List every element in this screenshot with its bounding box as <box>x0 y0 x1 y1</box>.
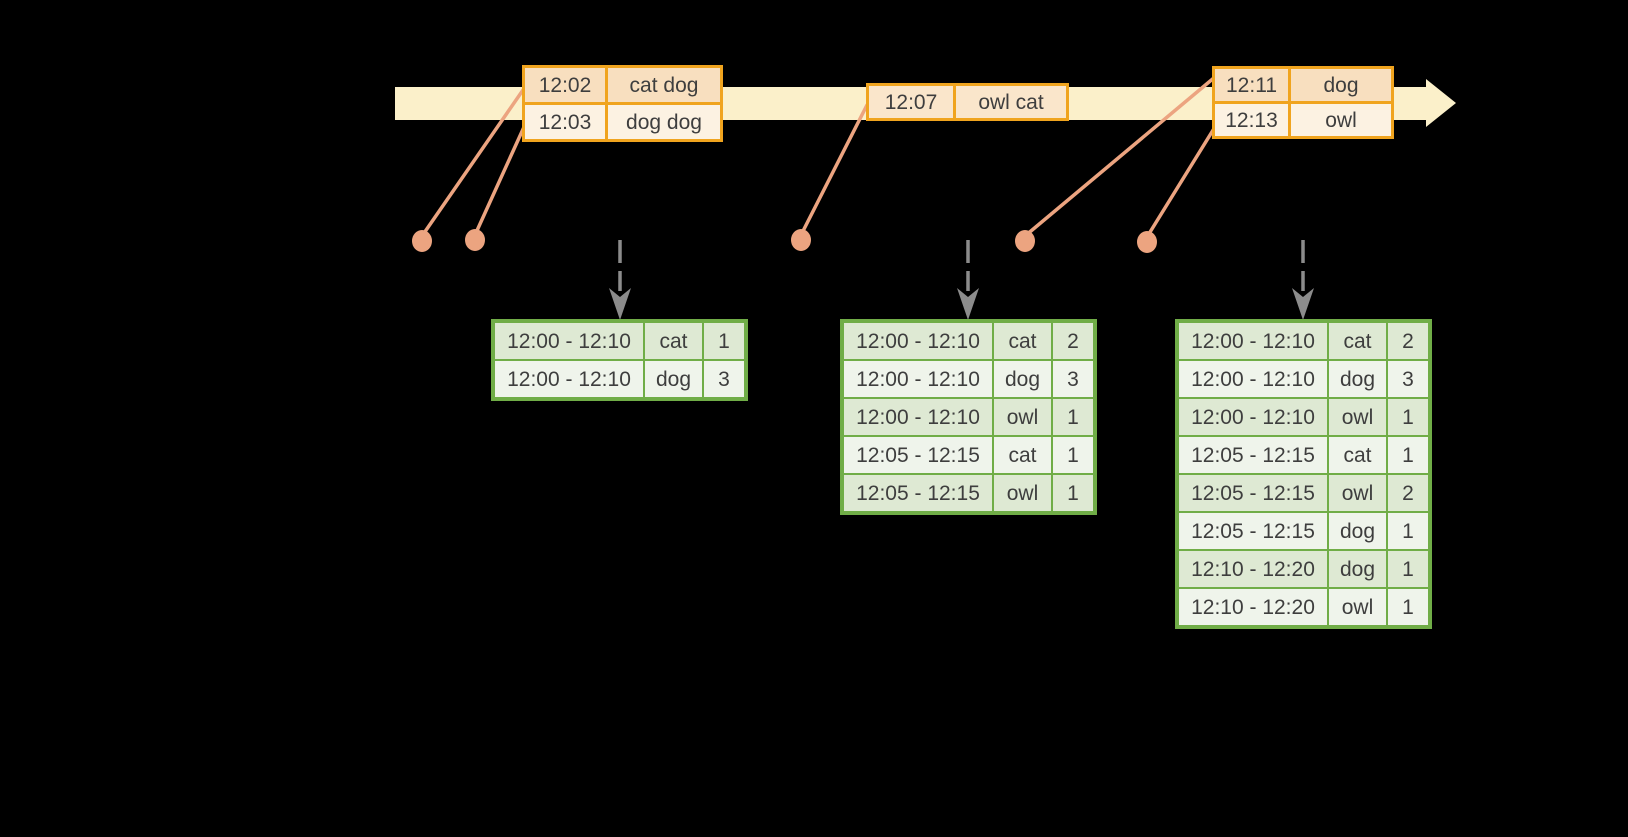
trigger-arrowhead-icon-3 <box>1292 288 1314 320</box>
event-connector-line-5 <box>1145 125 1217 239</box>
result-table-1-row2-window-cell: 12:00 - 12:10 <box>495 361 643 397</box>
result-table-2-row5-count-cell: 1 <box>1053 475 1093 511</box>
event-connector-line-3 <box>799 103 869 237</box>
result-table-3-row6-window-cell: 12:05 - 12:15 <box>1179 513 1327 549</box>
result-table-3-row5-window-cell: 12:05 - 12:15 <box>1179 475 1327 511</box>
result-table-3-row4-window-cell: 12:05 - 12:15 <box>1179 437 1327 473</box>
result-table-3-row2-window-cell: 12:00 - 12:10 <box>1179 361 1327 397</box>
result-table-2-row3-window-cell: 12:00 - 12:10 <box>844 399 992 435</box>
event-dot-1 <box>412 230 432 252</box>
event-table-1-row2-words-cell: dog dog <box>608 105 720 139</box>
result-table-3-row1-word-cell: cat <box>1329 323 1386 359</box>
trigger-arrowhead-icon-1 <box>609 288 631 320</box>
result-table-3-row6-word-cell: dog <box>1329 513 1386 549</box>
result-table-2-row4-count-cell: 1 <box>1053 437 1093 473</box>
result-table-3-row7-window-cell: 12:10 - 12:20 <box>1179 551 1327 587</box>
result-table-1-row2-word-cell: dog <box>645 361 702 397</box>
event-connector-line-1 <box>420 88 525 238</box>
result-table-3-row3-window-cell: 12:00 - 12:10 <box>1179 399 1327 435</box>
result-table-2-row2-count-cell: 3 <box>1053 361 1093 397</box>
event-table-3-row1-words-cell: dog <box>1291 69 1391 101</box>
result-table-3-row2-count-cell: 3 <box>1388 361 1428 397</box>
result-table-3-row8-word-cell: owl <box>1329 589 1386 625</box>
event-dot-2 <box>465 229 485 251</box>
result-table-3-row1-window-cell: 12:00 - 12:10 <box>1179 323 1327 359</box>
result-table-2-row1-count-cell: 2 <box>1053 323 1093 359</box>
result-table-2-row4-word-cell: cat <box>994 437 1051 473</box>
result-table-1-row1-word-cell: cat <box>645 323 702 359</box>
result-table-2-row1-window-cell: 12:00 - 12:10 <box>844 323 992 359</box>
result-table-3-row2-word-cell: dog <box>1329 361 1386 397</box>
event-table-1-row1-time-cell: 12:02 <box>525 68 605 102</box>
event-connector-line-4 <box>1023 75 1217 238</box>
result-table-2-row4-window-cell: 12:05 - 12:15 <box>844 437 992 473</box>
result-table-3-row4-word-cell: cat <box>1329 437 1386 473</box>
result-table-3-row7-word-cell: dog <box>1329 551 1386 587</box>
result-table-3-row7-count-cell: 1 <box>1388 551 1428 587</box>
event-connector-line-2 <box>473 125 526 237</box>
result-table-3-row8-window-cell: 12:10 - 12:20 <box>1179 589 1327 625</box>
event-dot-3 <box>791 229 811 251</box>
result-table-3-row3-word-cell: owl <box>1329 399 1386 435</box>
event-table-3-row2-words-cell: owl <box>1291 104 1391 136</box>
event-table-3-row1-time-cell: 12:11 <box>1215 69 1288 101</box>
result-table-3-row5-count-cell: 2 <box>1388 475 1428 511</box>
result-table-3-row1-count-cell: 2 <box>1388 323 1428 359</box>
event-table-1-row2-time-cell: 12:03 <box>525 105 605 139</box>
result-table-3-row5-word-cell: owl <box>1329 475 1386 511</box>
event-dot-5 <box>1137 231 1157 253</box>
event-table-3-row2-time-cell: 12:13 <box>1215 104 1288 136</box>
event-table-1-row1-words-cell: cat dog <box>608 68 720 102</box>
trigger-arrowhead-icon-2 <box>957 288 979 320</box>
result-table-3-row8-count-cell: 1 <box>1388 589 1428 625</box>
result-table-2-row2-window-cell: 12:00 - 12:10 <box>844 361 992 397</box>
event-table-2-row1-words-cell: owl cat <box>956 86 1066 118</box>
timeline-arrowhead-icon <box>1426 79 1456 127</box>
result-table-2-row2-word-cell: dog <box>994 361 1051 397</box>
event-dot-4 <box>1015 230 1035 252</box>
event-table-2-row1-time-cell: 12:07 <box>869 86 953 118</box>
result-table-1-row1-count-cell: 1 <box>704 323 744 359</box>
result-table-2-row3-count-cell: 1 <box>1053 399 1093 435</box>
result-table-2-row1-word-cell: cat <box>994 323 1051 359</box>
result-table-2-row5-word-cell: owl <box>994 475 1051 511</box>
result-table-3-row6-count-cell: 1 <box>1388 513 1428 549</box>
result-table-2-row5-window-cell: 12:05 - 12:15 <box>844 475 992 511</box>
result-table-3-row4-count-cell: 1 <box>1388 437 1428 473</box>
result-table-1-row2-count-cell: 3 <box>704 361 744 397</box>
result-table-1-row1-window-cell: 12:00 - 12:10 <box>495 323 643 359</box>
result-table-3-row3-count-cell: 1 <box>1388 399 1428 435</box>
result-table-2-row3-word-cell: owl <box>994 399 1051 435</box>
